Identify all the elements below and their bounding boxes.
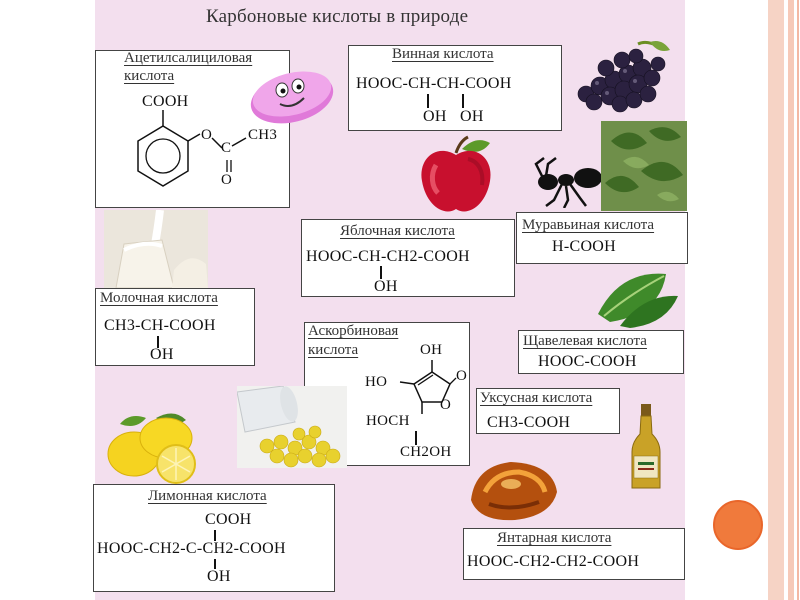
orange-circle-icon [712,499,764,551]
tartaric-oh-2: OH [460,108,484,125]
malic-oh: OH [374,278,398,295]
ascorbic-ch2oh: CH2OH [400,444,452,460]
citric-bond-top [214,530,216,541]
malic-formula: HOOC-CH-CH2-COOH [306,248,470,265]
lactic-oh: OH [150,346,174,363]
oxalic-formula: HOOC-COOH [538,353,637,370]
ascorbic-ho-left: HO [365,374,388,390]
citric-formula: HOOC-CH2-C-CH2-COOH [97,540,286,557]
succinic-name: Янтарная кислота [497,530,612,546]
tartaric-formula: HOOC-CH-CH-COOH [356,75,512,92]
ascorbic-name-1: Аскорбиновая [308,323,399,339]
malic-acid-card [301,219,515,297]
acetylsalicylic-name-2: кислота [124,68,175,84]
right-stripe-outer [768,0,784,600]
milk-icon [104,210,208,288]
tartaric-bond-1 [427,94,429,108]
lactic-bond [157,336,159,348]
vinegar-bottle-icon [630,404,662,490]
lactic-name: Молочная кислота [100,290,218,306]
benzene-ring-structure [108,108,258,198]
ascorbic-oh-top: OH [420,342,443,358]
succinic-formula: HOOC-CH2-CH2-COOH [467,553,640,570]
lactic-formula: CH3-CH-COOH [104,317,216,334]
tartaric-acid-card [348,45,562,131]
malic-bond [380,266,382,279]
tartaric-name: Винная кислота [392,46,494,62]
acetic-name: Уксусная кислота [480,390,593,406]
right-stripe-line [797,0,799,600]
formic-formula: H-COOH [552,238,617,255]
citric-name: Лимонная кислота [148,488,267,504]
ascorbic-hoch: HOCH [366,413,410,429]
formic-acid-card [516,212,688,264]
citric-cooh: COOH [205,511,252,528]
sorrel-leaf-icon [590,266,682,330]
citric-oh: OH [207,568,231,585]
ascorbic-bond-lower [415,431,417,445]
lactic-acid-card [95,288,255,366]
acetylsalicylic-cooh: COOH [142,93,189,110]
ascorbic-o-keto: O [456,368,468,384]
oxalic-acid-card [518,330,684,374]
acetylsalicylic-name-1: Ацетилсалициловая [124,50,253,66]
vitamin-pills-icon [237,386,347,468]
grapes-icon [566,38,674,114]
acetylsalicylic-o-ester: O [201,127,213,143]
acetylsalicylic-ch3: CH3 [248,127,278,143]
apple-icon [416,135,496,217]
formic-name: Муравьиная кислота [522,217,655,233]
acetylsalicylic-o-carbonyl: O [221,172,233,188]
tartaric-oh-1: OH [423,108,447,125]
ascorbic-ring-structure [392,358,462,418]
acetic-acid-card [476,388,620,434]
amber-icon [465,452,561,524]
oxalic-name: Щавелевая кислота [523,333,647,349]
ascorbic-o-ring: O [440,397,452,413]
aspirin-pill-icon [246,64,338,126]
malic-name: Яблочная кислота [340,223,455,239]
succinic-acid-card [463,528,685,580]
slide-title: Карбоновые кислоты в природе [206,6,469,27]
right-stripe-inner [788,0,794,600]
citric-bond-bottom [214,559,216,569]
ascorbic-name-2: кислота [308,342,359,358]
ant-icon [534,156,606,208]
nettle-leaves-icon [601,121,687,211]
acetylsalicylic-c: C [221,140,232,156]
acetic-formula: CH3-COOH [487,414,571,431]
tartaric-bond-2 [462,94,464,108]
acetylsalicylic-acid-card [95,50,290,208]
lemon-icon [100,410,204,484]
